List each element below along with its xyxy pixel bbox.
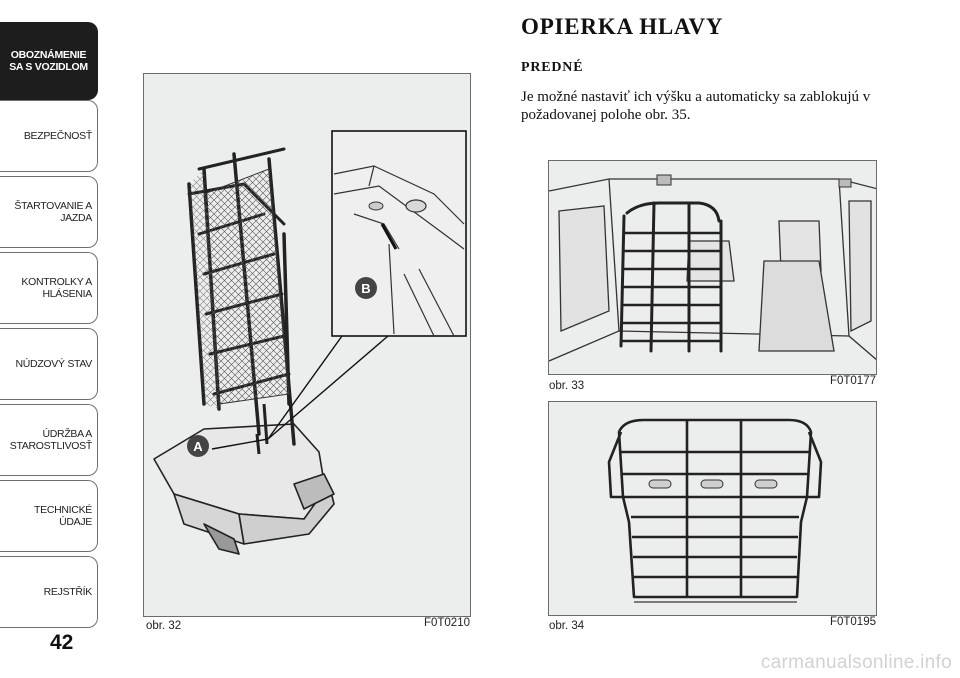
callout-a bbox=[187, 435, 209, 457]
caption-fig33: obr. 33 bbox=[549, 380, 585, 392]
tab-nudzovy-stav[interactable]: NÚDZOVÝ STAV bbox=[0, 328, 98, 400]
body-paragraph: Je možné nastaviť ich výšku a automatick… bbox=[521, 89, 871, 123]
van-interior-illustration bbox=[549, 174, 876, 362]
page-number: 42 bbox=[50, 631, 74, 654]
svg-text:B: B bbox=[361, 281, 370, 296]
svg-text:A: A bbox=[193, 439, 203, 454]
figure-34 bbox=[548, 401, 877, 616]
section-subheading: PREDNÉ bbox=[521, 60, 584, 75]
figure-33 bbox=[548, 160, 877, 375]
callout-b bbox=[355, 277, 377, 299]
watermark-url: carmanualsonline.info bbox=[760, 652, 952, 673]
code-fig34: F0T0195 bbox=[829, 616, 876, 628]
section-heading: OPIERKA HLAVY bbox=[521, 14, 724, 39]
tab-bezpecnost[interactable]: BEZPEČNOSŤ bbox=[0, 100, 98, 172]
tab-udrzba[interactable]: ÚDRŽBA A STAROSTLIVOSŤ bbox=[0, 404, 98, 476]
tab-oboznamenie[interactable]: OBOZNÁMENIE SA S VOZIDLOM bbox=[0, 22, 98, 100]
code-fig33: F0T0177 bbox=[829, 375, 876, 387]
mesh-net bbox=[203, 168, 290, 405]
tab-rejstrik[interactable]: REJSTŘÍK bbox=[0, 556, 98, 628]
caption-fig34: obr. 34 bbox=[549, 620, 585, 632]
cargo-grille-illustration bbox=[607, 418, 823, 603]
seat-grille-illustration: A B bbox=[153, 130, 467, 555]
tab-startovanie[interactable]: ŠTARTOVANIE A JAZDA bbox=[0, 176, 98, 248]
detail-inset bbox=[331, 130, 467, 337]
figure-32: A B bbox=[143, 73, 471, 617]
tab-technicke-udaje[interactable]: TECHNICKÉ ÚDAJE bbox=[0, 480, 98, 552]
code-fig32: F0T0210 bbox=[423, 617, 470, 629]
caption-fig32: obr. 32 bbox=[146, 620, 182, 632]
tab-kontrolky[interactable]: KONTROLKY A HLÁSENIA bbox=[0, 252, 98, 324]
